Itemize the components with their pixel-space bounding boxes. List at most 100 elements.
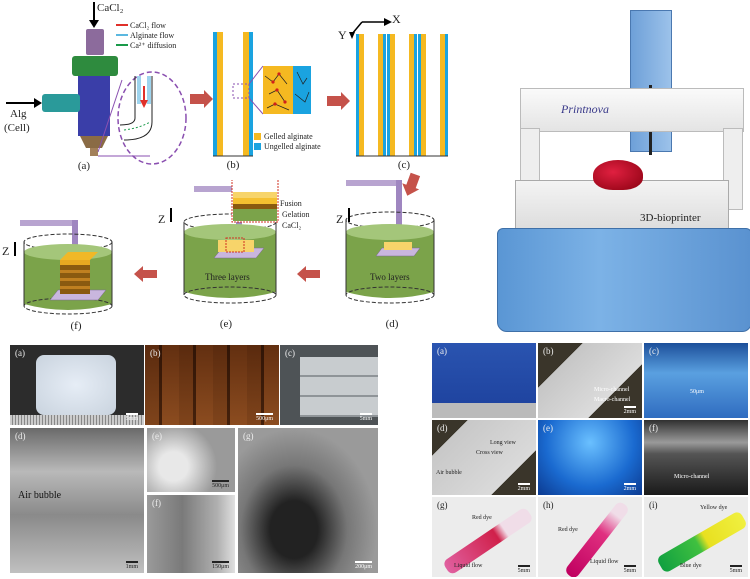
process-arrow-icon (190, 94, 204, 104)
xy-axis-icon (349, 18, 392, 39)
photo-red-dye-tube-2: (h) Red dye Liquid flow 5mm (538, 497, 642, 577)
photo-microscope-grid: (b) 500μm (145, 345, 279, 425)
axis-z-label: Z (158, 212, 166, 226)
green-arrow-icon (116, 44, 128, 46)
photo-label-f: (f) (649, 423, 658, 433)
bottom-left-photo-grid: (a) 5mm (b) 500μm (c) 5mm (d) Air bubble… (10, 345, 378, 575)
red-arrow-icon (116, 24, 128, 26)
photo-channel-wall: (f) 150μm (147, 495, 235, 573)
beaker-final-scaffold (20, 220, 113, 315)
caption-a: (a) (77, 160, 91, 172)
photo-sem-channels: (g) 200μm (238, 428, 378, 573)
alg-input-label: Alg (10, 108, 27, 120)
filament-diagram (213, 32, 311, 157)
legend-item-cacl2-flow: CaCl₂ flow (116, 20, 176, 30)
process-arrow-icon (327, 96, 341, 106)
dimension-annotation: 50μm (690, 389, 704, 395)
blue-dye-annotation: Blue dye (680, 563, 702, 569)
caption-d: (d) (385, 318, 399, 330)
schematic-panel: CaCl₂ Alg (Cell) CaCl₂ flow Alginate flo… (0, 0, 470, 335)
scale-bar-d: 1mm (126, 561, 138, 570)
two-layers-label: Two layers (370, 272, 410, 282)
axis-z-label: Z (336, 212, 344, 226)
air-bubble-annotation: Air bubble (18, 490, 62, 501)
photo-label-g: (g) (243, 431, 254, 441)
scale-bar-b: 2mm (624, 406, 636, 415)
axis-x-label: X (392, 12, 401, 26)
photo-channel-detail: (e) 500μm (147, 428, 235, 492)
photo-label-c: (c) (285, 348, 295, 358)
caption-f: (f) (70, 320, 82, 332)
cross-view-annotation: Cross view (476, 450, 503, 456)
scale-bar-a: 5mm (126, 413, 138, 422)
blue-arrow-icon (116, 34, 128, 36)
photo-label-h: (h) (543, 500, 554, 510)
ruler (10, 415, 144, 425)
hydrogel-block (36, 355, 116, 415)
photo-channel-crosssection: (c) 50μm (644, 343, 748, 418)
scale-bar-e: 2mm (624, 483, 636, 492)
caption-e: (e) (219, 318, 233, 330)
beaker-three-layers (183, 180, 279, 304)
inset-cacl2-label: CaCl₂ (282, 221, 302, 230)
photo-air-bubble-channels: (d) Air bubble 1mm (10, 428, 144, 573)
scaffold-strip (300, 357, 378, 417)
photo-scaffold-block: (a) 5mm (10, 345, 144, 425)
photo-label-b: (b) (543, 346, 554, 356)
photo-yellow-blue-tube: (i) Yellow dye Blue dye 5mm (644, 497, 748, 577)
scale-bar-g: 5mm (518, 565, 530, 574)
process-arrowhead-icon (134, 266, 143, 282)
red-dye-annotation: Red dye (558, 527, 578, 533)
bioprinter-photo: Printnova 3D-bioprinter (475, 0, 750, 335)
coaxial-nozzle-diagram (6, 2, 187, 165)
scale-bar-b: 500μm (256, 413, 273, 422)
liquid-flow-annotation: Liquid flow (590, 559, 619, 565)
down-arrow-icon (14, 242, 16, 256)
printer-brand: Printnova (561, 102, 609, 116)
scale-bar-h: 5mm (624, 565, 636, 574)
caption-c: (c) (397, 159, 411, 171)
photo-tubes-on-ruler: (a) (432, 343, 536, 418)
photo-label-d: (d) (437, 423, 448, 433)
down-arrow-icon (348, 208, 350, 222)
process-arrow-icon (306, 270, 320, 278)
legend-item-alginate-flow: Alginate flow (116, 30, 176, 40)
scale-bar-i: 5mm (730, 565, 742, 574)
photo-label-a: (a) (15, 348, 25, 358)
beaker-two-layers (345, 180, 435, 304)
three-layers-label: Three layers (205, 272, 250, 282)
red-dye-annotation: Red dye (472, 515, 492, 521)
printed-heart (593, 160, 643, 190)
legend-item-gelled: Gelled alginate (254, 131, 321, 141)
photo-red-dye-tube: (g) Red dye Liquid flow 5mm (432, 497, 536, 577)
photo-label-i: (i) (649, 500, 658, 510)
axis-y-label: Y (338, 28, 347, 42)
scale-bar-e: 500μm (212, 480, 229, 489)
liquid-flow-annotation: Liquid flow (454, 563, 483, 569)
photo-macro-channel: (b) Micro-channel Macro-channel 2mm (538, 343, 642, 418)
macro-channel-annotation: Macro-channel (594, 397, 631, 403)
scale-bar-g: 200μm (355, 561, 372, 570)
flow-legend: CaCl₂ flow Alginate flow Ca²⁺ diffusion (116, 20, 176, 50)
legend-item-ungelled: Ungelled alginate (254, 141, 321, 151)
yellow-dye-annotation: Yellow dye (700, 505, 728, 511)
inset-gelation-label: Gelation (282, 210, 310, 219)
printer-gantry (520, 88, 744, 132)
filament-array-diagram (356, 34, 448, 157)
dye-tube (563, 500, 631, 577)
photo-label-a: (a) (437, 346, 447, 356)
caption-b: (b) (226, 159, 240, 171)
scale-bar-c: 5mm (360, 413, 372, 422)
process-arrowhead-icon (204, 90, 213, 108)
inset-fusion-label: Fusion (280, 199, 302, 208)
bottom-right-photo-grid: (a) (b) Micro-channel Macro-channel 2mm … (432, 343, 748, 579)
process-arrowhead-icon (341, 92, 350, 110)
photo-label-d: (d) (15, 431, 26, 441)
photo-label-e: (e) (152, 431, 162, 441)
micro-channel-annotation: Micro-channel (674, 474, 710, 480)
cell-input-label: (Cell) (4, 122, 30, 134)
printer-model-label: 3D-bioprinter (640, 212, 701, 224)
photo-label-g: (g) (437, 500, 448, 510)
air-bubble-annotation: Air bubble (436, 470, 462, 476)
ungelled-swatch (254, 142, 261, 150)
